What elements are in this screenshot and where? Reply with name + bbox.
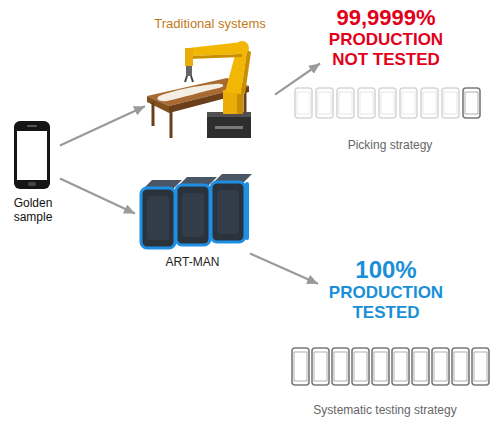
phone-screen bbox=[374, 352, 387, 381]
phone-outline bbox=[421, 88, 438, 118]
result-node: 99,9999%PRODUCTION NOT TESTED bbox=[320, 4, 452, 74]
phone-outline bbox=[452, 348, 469, 385]
phone-screen bbox=[354, 352, 367, 381]
flow-arrow bbox=[250, 254, 318, 284]
phone-outline bbox=[463, 88, 480, 118]
phone-outline bbox=[372, 348, 389, 385]
phone-outline bbox=[358, 88, 375, 118]
phone-icon bbox=[14, 121, 50, 189]
phone-outline bbox=[379, 88, 396, 118]
phone-screen bbox=[297, 92, 310, 114]
strategy-caption: Systematic testing strategy bbox=[300, 403, 470, 417]
phone-outline bbox=[412, 348, 429, 385]
phone-screen bbox=[394, 352, 407, 381]
phone-screen bbox=[318, 92, 331, 114]
phone-outline bbox=[442, 88, 459, 118]
result-node: 100%PRODUCTION TESTED bbox=[318, 255, 454, 327]
phone-screen bbox=[474, 352, 487, 381]
phone-screen bbox=[360, 92, 373, 114]
phone-screen bbox=[423, 92, 436, 114]
phone-outline bbox=[332, 348, 349, 385]
flow-arrow bbox=[275, 64, 320, 95]
phone-screen bbox=[402, 92, 415, 114]
phone-outline bbox=[312, 348, 329, 385]
strategy-caption: Picking strategy bbox=[310, 138, 470, 152]
phone-outline bbox=[432, 348, 449, 385]
node-text: 99,9999% bbox=[320, 6, 452, 30]
phone-outline bbox=[472, 348, 489, 385]
phone-outline bbox=[316, 88, 333, 118]
robot-illustration bbox=[147, 41, 251, 138]
flow-arrow bbox=[60, 179, 135, 214]
phone-screen bbox=[294, 352, 307, 381]
phone-screen bbox=[454, 352, 467, 381]
phone-outline bbox=[400, 88, 417, 118]
node-text: ART-MAN bbox=[135, 255, 250, 269]
art-man-illustration bbox=[141, 174, 252, 248]
node-text: Golden sample bbox=[6, 196, 60, 224]
phone-screen bbox=[444, 92, 457, 114]
node-text: PRODUCTION TESTED bbox=[318, 283, 454, 323]
traditional-system-node: Traditional systems bbox=[145, 14, 275, 142]
phone-outline bbox=[292, 348, 309, 385]
phone-outline bbox=[352, 348, 369, 385]
node-text: PRODUCTION NOT TESTED bbox=[320, 30, 452, 70]
art-man-node: ART-MAN bbox=[135, 165, 250, 273]
phone-screen bbox=[314, 352, 327, 381]
phone-screen bbox=[414, 352, 427, 381]
phone-screen bbox=[434, 352, 447, 381]
node-text: Traditional systems bbox=[145, 16, 275, 32]
phone-outline bbox=[392, 348, 409, 385]
phone-rows bbox=[292, 88, 489, 385]
golden-sample-node: Golden sample bbox=[6, 118, 60, 228]
phone-outline bbox=[337, 88, 354, 118]
phone-outline bbox=[295, 88, 312, 118]
phone-screen bbox=[339, 92, 352, 114]
node-text: 100% bbox=[318, 257, 454, 283]
phone-screen bbox=[465, 92, 478, 114]
phone-screen bbox=[334, 352, 347, 381]
phone-screen bbox=[381, 92, 394, 114]
flow-arrow bbox=[60, 106, 145, 145]
